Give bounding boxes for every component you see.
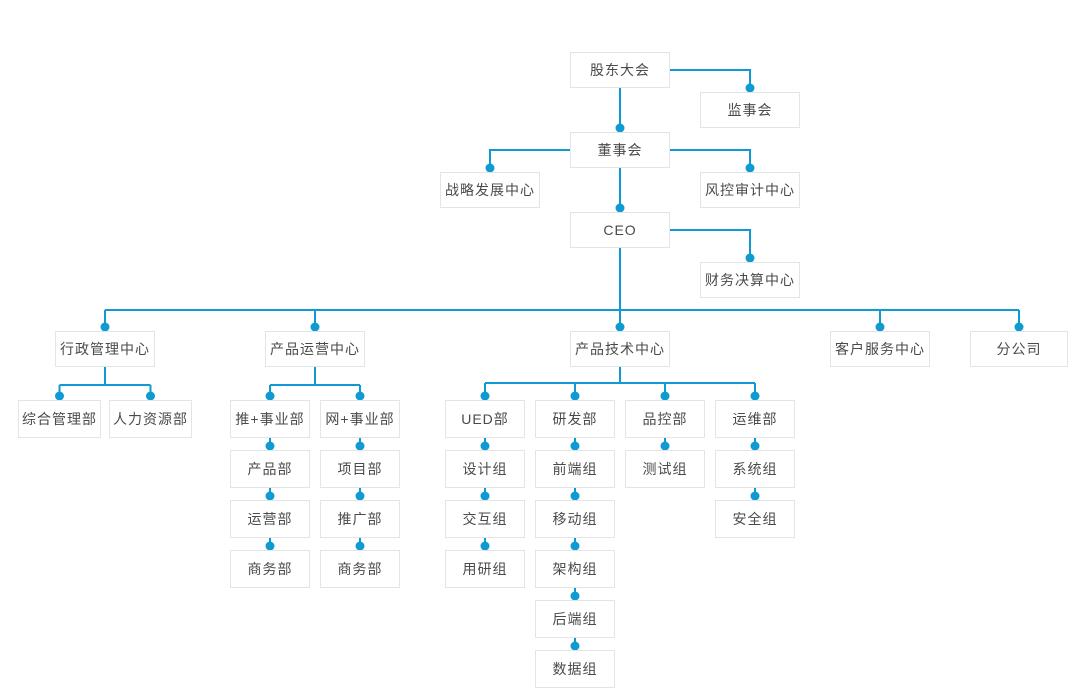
connector-dot [615,322,625,332]
org-node-supervisory_board: 监事会 [700,92,800,128]
org-node-product_op_center: 产品运营中心 [265,331,365,367]
org-node-wang_business_unit: 网+事业部 [320,400,400,438]
connector-dot [480,491,490,501]
org-node-shareholders_meeting: 股东大会 [570,52,670,88]
connector-dot [146,391,155,401]
connector-dot [100,322,110,332]
org-node-general_admin_dept: 综合管理部 [18,400,101,438]
org-node-ops_dept: 运维部 [715,400,795,438]
connector-dot [265,541,275,551]
org-node-business_dept_tui: 商务部 [230,550,310,588]
connector-dot [265,491,275,501]
connector-dot [265,441,275,451]
org-node-ued_dept: UED部 [445,400,525,438]
org-node-testing_group: 测试组 [625,450,705,488]
org-node-admin_center: 行政管理中心 [55,331,155,367]
side-connector-line [489,149,571,174]
org-node-product_tech_center: 产品技术中心 [570,331,670,367]
connector-dot [355,441,365,451]
org-node-frontend_group: 前端组 [535,450,615,488]
connector-dot [570,591,580,601]
org-node-risk_audit_center: 风控审计中心 [700,172,800,208]
org-node-hr_dept: 人力资源部 [109,400,192,438]
org-node-system_group: 系统组 [715,450,795,488]
org-node-operation_dept: 运营部 [230,500,310,538]
org-node-interaction_group: 交互组 [445,500,525,538]
org-node-design_group: 设计组 [445,450,525,488]
org-node-mobile_group: 移动组 [535,500,615,538]
connector-dot [355,491,365,501]
connector-dot [480,441,490,451]
connector-dot [265,391,275,401]
org-node-data_group: 数据组 [535,650,615,688]
connector-dot [480,541,490,551]
connector-dot [750,491,760,501]
connector-dot [615,203,625,213]
org-node-tui_business_unit: 推+事业部 [230,400,310,438]
connector-dot [55,391,64,401]
connector-dot [355,541,365,551]
connector-dot [660,441,670,451]
connector-dot [570,491,580,501]
connector-dot [875,322,885,332]
org-node-branch_company: 分公司 [970,331,1068,367]
connector-dot [570,641,580,651]
connector-dot [570,541,580,551]
connector-dot [1014,322,1024,332]
org-node-user_research_group: 用研组 [445,550,525,588]
connector-dot [745,83,755,93]
connector-dot [570,441,580,451]
org-node-ceo: CEO [570,212,670,248]
connector-dot [660,391,670,401]
org-node-backend_group: 后端组 [535,600,615,638]
org-node-promotion_dept: 推广部 [320,500,400,538]
org-node-project_dept: 项目部 [320,450,400,488]
connector-dot [745,163,755,173]
org-node-security_group: 安全组 [715,500,795,538]
connector-dot [570,391,580,401]
connector-dot [745,253,755,263]
connector-dot [750,391,760,401]
org-node-architecture_group: 架构组 [535,550,615,588]
connector-dot [485,163,495,173]
side-connector-line [669,69,751,94]
org-node-strategy_center: 战略发展中心 [440,172,540,208]
connector-dot [355,391,365,401]
org-node-qc_dept: 品控部 [625,400,705,438]
side-connector-line [669,149,751,174]
connector-dot [615,123,625,133]
org-node-finance_center: 财务决算中心 [700,262,800,298]
connector-dot [310,322,320,332]
org-node-board_of_directors: 董事会 [570,132,670,168]
org-node-rd_dept: 研发部 [535,400,615,438]
connector-dot [750,441,760,451]
org-node-business_dept_wang: 商务部 [320,550,400,588]
connector-dot [480,391,490,401]
org-node-product_dept: 产品部 [230,450,310,488]
side-connector-line [669,229,751,264]
org-node-customer_service_center: 客户服务中心 [830,331,930,367]
